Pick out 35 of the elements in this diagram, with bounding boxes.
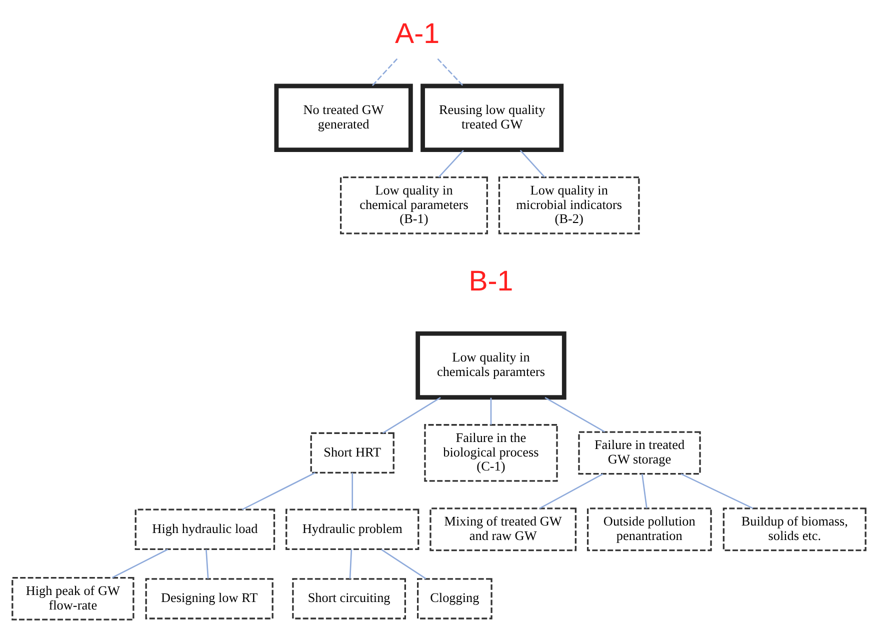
node-box: High peak of GW flow-rate (12, 576, 134, 620)
node-box: No treated GW generated (274, 84, 413, 152)
node-box: Low quality in chemicals paramters (416, 331, 566, 400)
connector (381, 548, 426, 580)
connector (490, 398, 492, 425)
connector (349, 550, 352, 579)
node-box: Buildup of biomass, solids etc. (722, 508, 866, 552)
connector (242, 472, 316, 510)
label: B-1 (468, 265, 514, 298)
connector (520, 150, 546, 178)
node-box: Designing low RT (145, 578, 274, 620)
node-box: Reusing low quality treated GW (420, 84, 564, 152)
node-box: Short circuiting (292, 578, 406, 620)
connector (372, 58, 398, 86)
node-box: Failure in treated GW storage (578, 431, 701, 475)
node-box: Failure in the biological process (C-1) (424, 424, 558, 482)
connector (539, 473, 604, 509)
connector (352, 472, 354, 510)
connector (112, 548, 168, 578)
node-box: Low quality in microbial indicators (B-2) (498, 176, 640, 234)
node-text: A-1 (395, 18, 440, 50)
node-box: Low quality in chemical parameters (B-1) (340, 176, 488, 234)
node-box: Clogging (417, 578, 492, 620)
connector (544, 397, 606, 432)
node-box: Short HRT (310, 432, 394, 474)
node-box: Hydraulic problem (286, 508, 420, 550)
connector (438, 150, 464, 178)
connector (680, 473, 754, 509)
connector (382, 397, 441, 434)
connector (642, 474, 648, 508)
node-box: High hydraulic load (134, 508, 276, 550)
node-box: Outside pollution penantration (586, 508, 712, 552)
connector (437, 58, 464, 86)
node-box: Mixing of treated GW and raw GW (430, 508, 577, 552)
connector (206, 550, 209, 579)
